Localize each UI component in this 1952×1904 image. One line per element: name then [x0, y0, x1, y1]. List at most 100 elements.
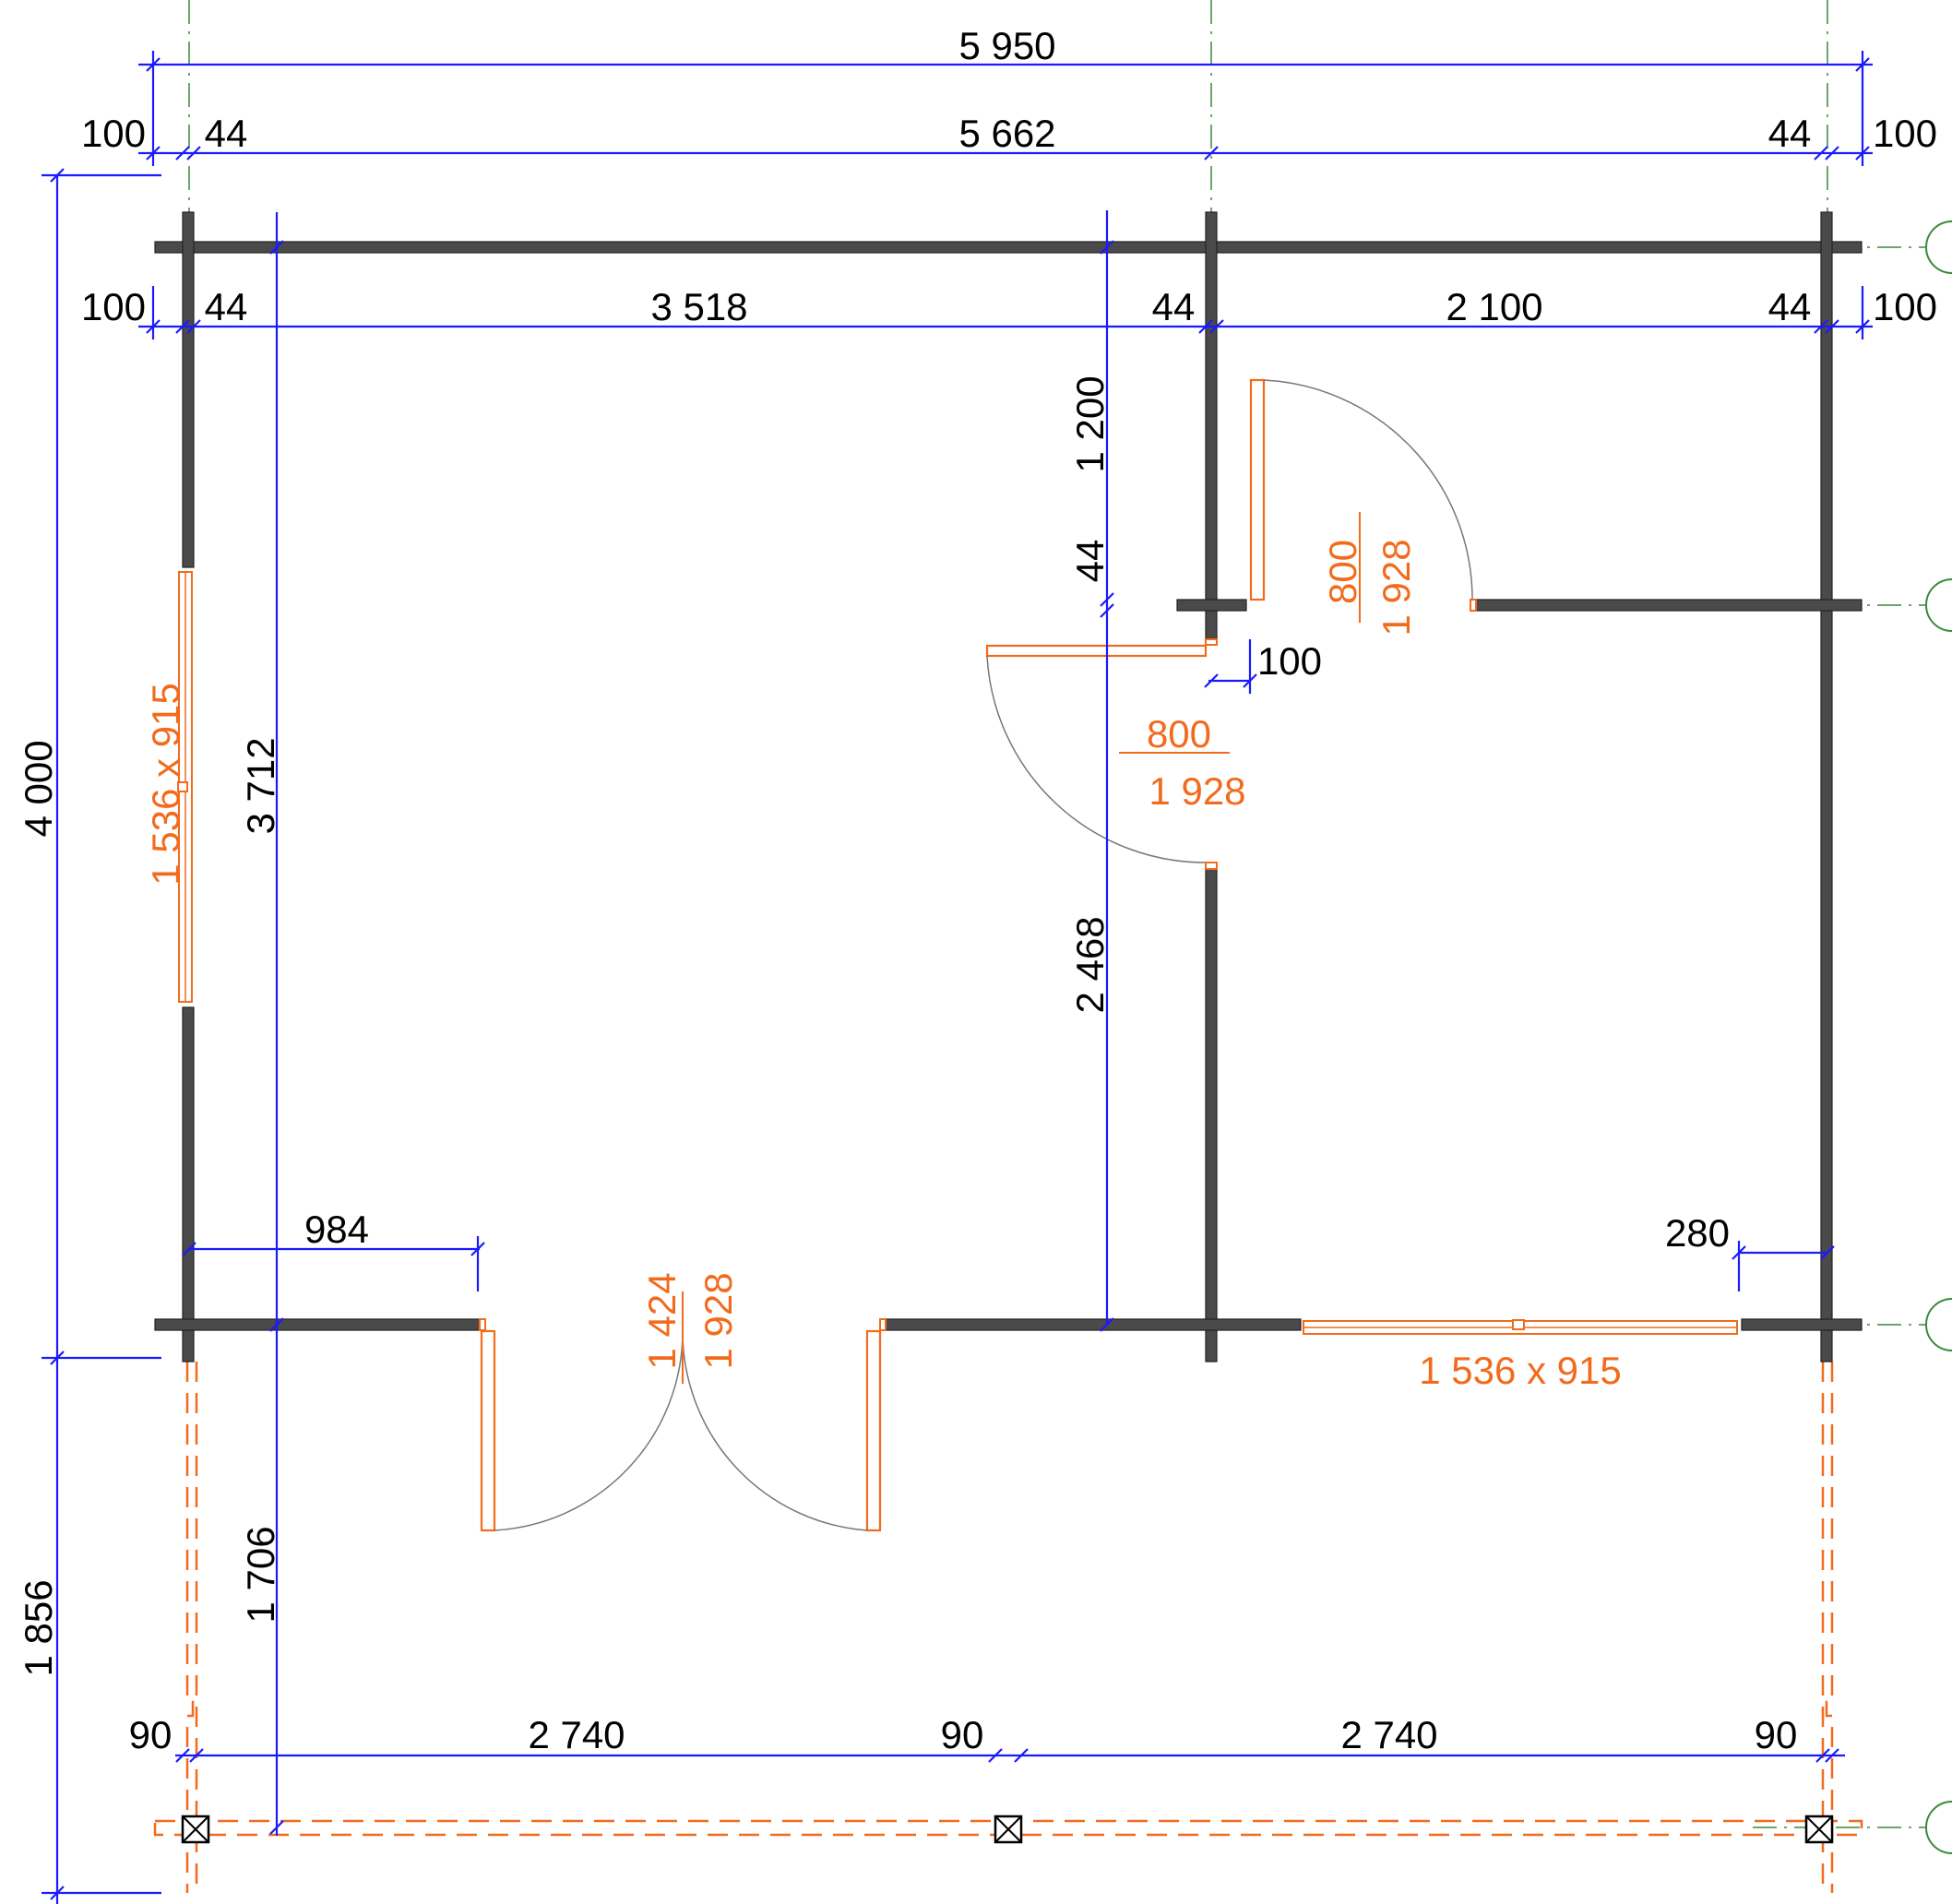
wall-top [154, 241, 1863, 254]
dimension-labels: 5 950 100 44 5 662 44 100 100 44 3 518 4… [17, 24, 1937, 1756]
dimension-tick [988, 1748, 1003, 1763]
dimension-tick [175, 319, 190, 334]
dimension-tick [1825, 1748, 1839, 1763]
dimension-tick [146, 146, 161, 161]
dimension-tick [1100, 592, 1114, 607]
dim-post: 90 [941, 1713, 984, 1756]
dim-right-wall: 44 [1768, 285, 1812, 328]
dim-post: 90 [1755, 1713, 1798, 1756]
wall-stub [1176, 599, 1247, 612]
window-bottom-size: 1 536 x 915 [1419, 1349, 1622, 1392]
wall-right [1820, 211, 1833, 1363]
door-inner2-width: 800 [1147, 712, 1211, 756]
dimension-tick [1204, 146, 1219, 161]
dim-left-wall: 44 [205, 112, 248, 155]
dim-overall-depth: 4 000 [17, 740, 60, 837]
dimension-tick [470, 1242, 485, 1256]
dimension-tick [146, 319, 161, 334]
door-main-height: 1 928 [696, 1272, 740, 1369]
dim-left-wall: 44 [205, 285, 248, 328]
dimension-tick [1855, 57, 1870, 72]
dim-right-wall: 44 [1768, 112, 1812, 155]
dimension-lines [42, 51, 1873, 1904]
dim-left-overhang: 100 [81, 285, 146, 328]
terrace-outline [153, 1362, 1863, 1893]
post [181, 1815, 210, 1844]
dimension-tick [175, 1748, 190, 1763]
dim-partition-upper: 1 200 [1068, 375, 1112, 472]
dim-terrace-depth: 1 856 [17, 1579, 60, 1676]
dim-inner-depth: 3 712 [239, 737, 282, 834]
dimension-tick [1820, 1245, 1835, 1260]
window-left [177, 571, 193, 1003]
dim-door-offset: 100 [1257, 639, 1322, 683]
grid-bubble [1925, 578, 1952, 632]
dimension-tick [1204, 673, 1219, 688]
dim-right-overhang: 100 [1873, 112, 1937, 155]
dimension-tick [186, 319, 201, 334]
wall-left-upper [182, 211, 195, 568]
door-inner-2 [985, 638, 1218, 870]
terrace-posts [181, 1815, 1834, 1844]
door-inner1-height: 1 928 [1375, 539, 1418, 636]
dimension-tick [1825, 319, 1839, 334]
dim-mid-wall: 44 [1152, 285, 1196, 328]
door-inner1-width: 800 [1321, 540, 1364, 604]
dimension-tick [146, 57, 161, 72]
dimension-tick [1814, 319, 1828, 334]
dimension-tick [50, 1351, 65, 1365]
dimension-tick [1209, 319, 1224, 334]
dim-window-right-offset: 280 [1665, 1211, 1730, 1255]
dimension-tick [189, 1748, 204, 1763]
dim-terrace-span: 2 740 [528, 1713, 625, 1756]
dimension-tick [175, 146, 190, 161]
post [994, 1815, 1023, 1844]
dim-inner-width: 5 662 [958, 112, 1055, 155]
dimension-tick [1243, 673, 1257, 688]
wall-interior-horizontal [1475, 599, 1863, 612]
opening-labels: 1 536 x 915 1 536 x 915 1 424 1 928 800 … [144, 512, 1622, 1392]
dim-terrace-inner: 1 706 [239, 1526, 282, 1623]
dim-terrace-span: 2 740 [1340, 1713, 1437, 1756]
dim-room1-width: 3 518 [650, 285, 747, 328]
door-main-width: 1 424 [640, 1272, 684, 1369]
dim-overall-width: 5 950 [958, 24, 1055, 67]
dimension-tick [186, 146, 201, 161]
wall-bottom-right [1741, 1318, 1863, 1331]
door-inner2-height: 1 928 [1149, 769, 1245, 813]
wall-bottom-middle [885, 1318, 1302, 1331]
dim-room2-width: 2 100 [1446, 285, 1542, 328]
post [1804, 1815, 1834, 1844]
door-main [479, 1291, 887, 1532]
wall-partition-lower [1205, 868, 1218, 1363]
grid-bubble [1925, 1298, 1952, 1351]
dimension-tick [1100, 603, 1114, 618]
dim-partition-wall: 44 [1068, 540, 1112, 583]
grid-bubble [1925, 1801, 1952, 1854]
dimension-tick [1855, 319, 1870, 334]
dim-post: 90 [129, 1713, 173, 1756]
dimension-tick [50, 1886, 65, 1900]
dim-door-left-offset: 984 [304, 1208, 369, 1251]
grid-bubble [1925, 220, 1952, 274]
dimension-tick [1014, 1748, 1029, 1763]
dimension-ticks [50, 57, 1870, 1900]
window-left-size: 1 536 x 915 [144, 683, 187, 886]
dimension-tick [182, 1242, 196, 1256]
wall-partition-upper [1205, 211, 1218, 640]
dimension-tick [269, 1820, 284, 1835]
dimension-tick [1855, 146, 1870, 161]
dimension-tick [1825, 146, 1839, 161]
dimension-tick [1100, 240, 1114, 255]
dimension-tick [50, 168, 65, 183]
wall-left-lower [182, 1006, 195, 1363]
dimension-tick [1815, 1748, 1830, 1763]
dimension-tick [1198, 319, 1213, 334]
dimension-tick [269, 1317, 284, 1332]
door-inner-1 [1249, 378, 1477, 612]
walls [154, 211, 1863, 1363]
dimension-tick [1814, 146, 1828, 161]
dim-right-overhang: 100 [1873, 285, 1937, 328]
wall-bottom-left [154, 1318, 481, 1331]
